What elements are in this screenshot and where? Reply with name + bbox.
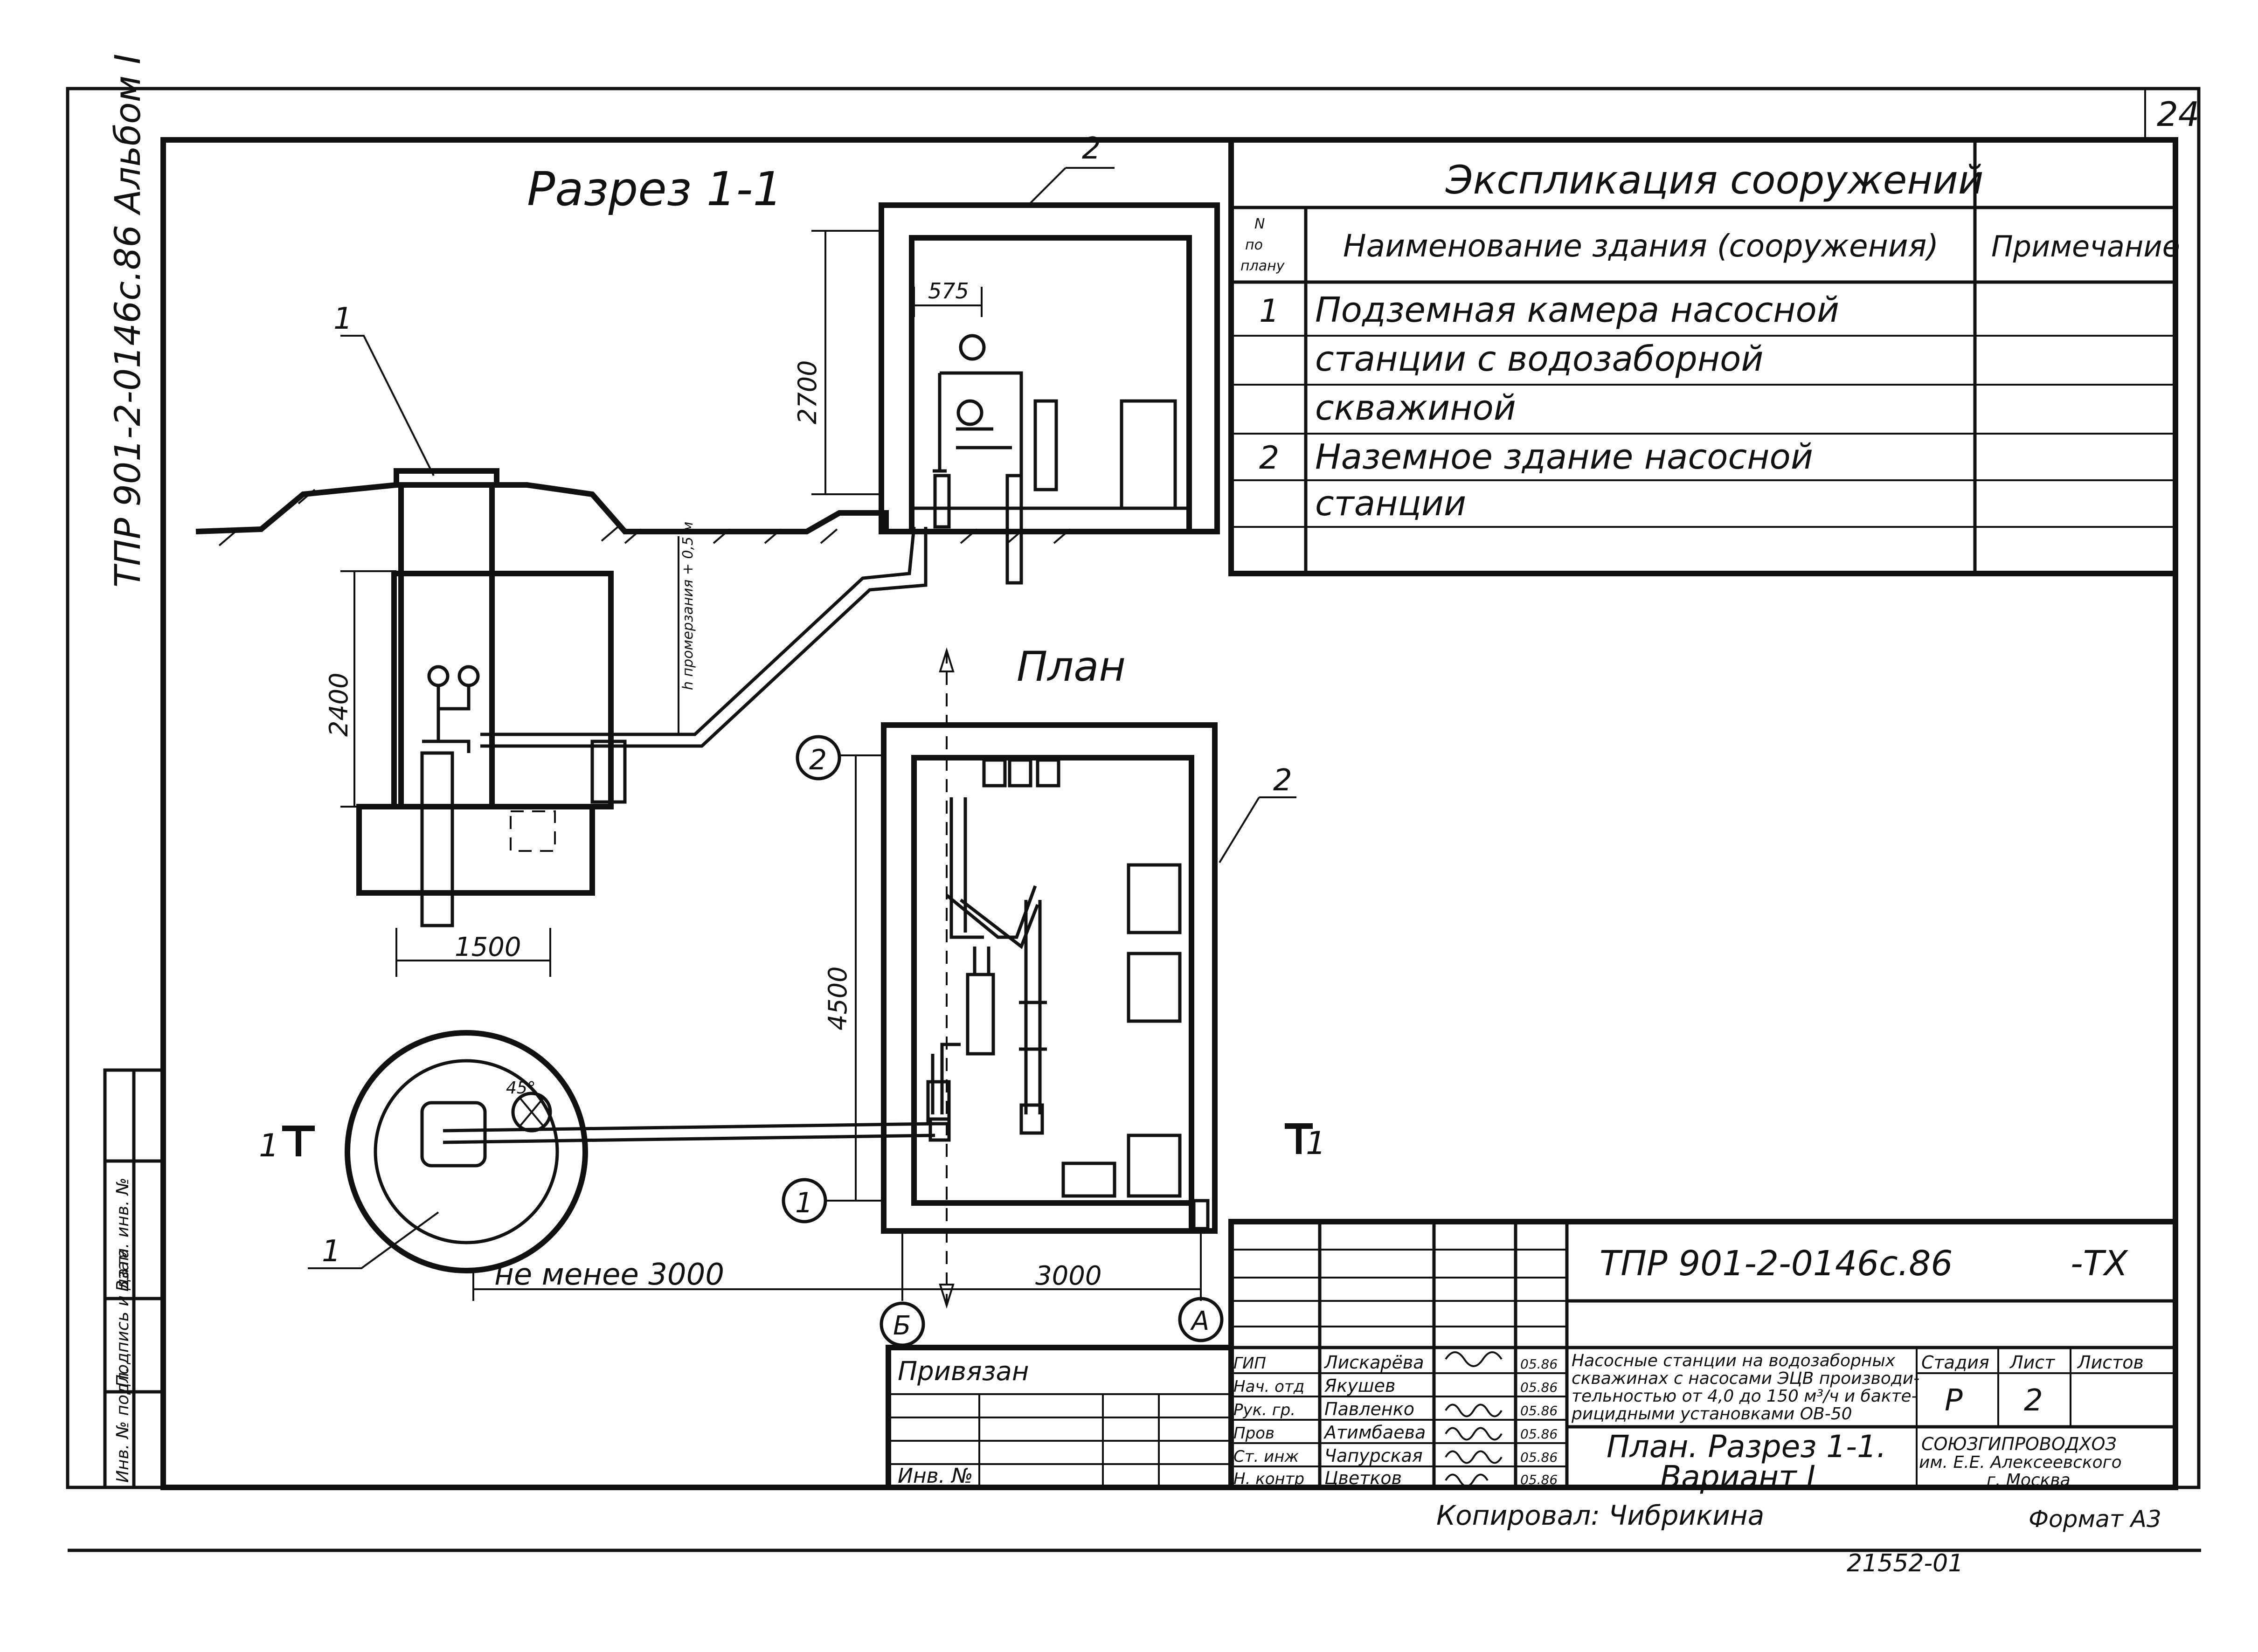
plan-callout-2: 2 bbox=[1273, 763, 1292, 798]
sheets-label: Листов bbox=[2077, 1352, 2144, 1373]
stamp-sign: Подпись и дата bbox=[113, 1248, 132, 1387]
explication-row-5-name: станции bbox=[1315, 484, 1466, 524]
explication-row-1-name: Подземная камера насосной bbox=[1315, 290, 1839, 330]
drawing-title-2: Вариант I bbox=[1660, 1459, 1815, 1495]
date-5: 05.86 bbox=[1520, 1450, 1558, 1465]
angle-45: 45° bbox=[506, 1078, 536, 1098]
explication-row-3-name: скважиной bbox=[1315, 388, 1516, 428]
ground-hatch bbox=[218, 489, 1071, 546]
org-line-3: г. Москва bbox=[1987, 1471, 2071, 1490]
surface-building-plan bbox=[881, 722, 1218, 1234]
stamp-inv: Инв. № подл. bbox=[113, 1367, 132, 1483]
page-number: 24 bbox=[2157, 95, 2200, 134]
date-4: 05.86 bbox=[1520, 1426, 1558, 1442]
title-suffix: -ТХ bbox=[2071, 1244, 2129, 1284]
surface-building-section bbox=[879, 202, 1220, 585]
stage-value: Р bbox=[1945, 1383, 1963, 1418]
dim-2700: 2700 bbox=[793, 360, 822, 424]
explication-header-name: Наименование здания (сооружения) bbox=[1343, 228, 1939, 264]
dim-575: 575 bbox=[928, 278, 969, 304]
explication-row-4-name: Наземное здание насосной bbox=[1315, 437, 1813, 477]
pressure-pipe-section bbox=[681, 526, 916, 736]
explication-header-note: Примечание bbox=[1991, 229, 2180, 263]
axis-col-b: Б bbox=[893, 1311, 911, 1341]
drawing-title-1: План. Разрез 1-1. bbox=[1607, 1429, 1886, 1465]
axis-row-1: 1 bbox=[795, 1187, 813, 1219]
dim-pipe-depth: h промерзания + 0,5 м bbox=[680, 522, 696, 690]
section-callout-2: 2 bbox=[1082, 131, 1101, 166]
stage-label: Стадия bbox=[1921, 1352, 1989, 1373]
name-5: Чапурская bbox=[1324, 1445, 1423, 1466]
stamp-replace: Взам. инв. № bbox=[113, 1178, 132, 1292]
dim-1500: 1500 bbox=[455, 932, 521, 962]
name-4: Атимбаева bbox=[1323, 1422, 1426, 1443]
side-code: ТПР 901-2-0146с.86 Альбом I bbox=[107, 54, 148, 588]
project-line-1: Насосные станции на водозаборных bbox=[1572, 1351, 1896, 1370]
plan-callout-1: 1 bbox=[322, 1234, 341, 1269]
archive-number: 21552-01 bbox=[1847, 1549, 1963, 1577]
dim-not-less-3000: не менее 3000 bbox=[494, 1258, 724, 1292]
date-3: 05.86 bbox=[1520, 1403, 1558, 1418]
date-6: 05.86 bbox=[1520, 1472, 1558, 1487]
role-1: ГИП bbox=[1233, 1354, 1266, 1373]
project-line-4: рицидными установками ОВ-50 bbox=[1571, 1404, 1852, 1424]
org-line-1: СОЮЗГИПРОВОДХОЗ bbox=[1921, 1434, 2117, 1454]
project-line-3: тельностью от 4,0 до 150 м³/ч и бакте- bbox=[1572, 1387, 1918, 1406]
section-title: Разрез 1-1 bbox=[527, 162, 783, 216]
explication-table-frame bbox=[1228, 137, 2178, 576]
explication-row-4-num: 2 bbox=[1259, 440, 1279, 477]
role-6: Н. контр bbox=[1233, 1470, 1304, 1488]
section-mark-left: 1 bbox=[259, 1127, 279, 1164]
ground-line bbox=[195, 482, 1217, 534]
title-privyazan: Привязан bbox=[898, 1356, 1029, 1387]
explication-row-2-name: станции с водозаборной bbox=[1315, 339, 1763, 379]
name-6: Цветков bbox=[1324, 1468, 1402, 1488]
margin-stamp bbox=[103, 1068, 165, 1489]
axis-col-a: А bbox=[1190, 1306, 1209, 1336]
plan-dimensions bbox=[472, 755, 1202, 1301]
plan-piping bbox=[926, 797, 1047, 1142]
role-4: Пров bbox=[1233, 1424, 1274, 1443]
section-mark-right: 1 bbox=[1306, 1125, 1326, 1162]
title-block-frame bbox=[886, 1219, 2178, 1490]
explication-title: Экспликация сооружений bbox=[1445, 157, 1983, 203]
plan-title: План bbox=[1017, 643, 1126, 691]
explication-row-1-num: 1 bbox=[1259, 293, 1279, 330]
org-line-2: им. Е.Е. Алексеевского bbox=[1919, 1453, 2122, 1472]
date-1: 05.86 bbox=[1520, 1356, 1558, 1372]
role-5: Ст. инж bbox=[1233, 1447, 1299, 1466]
name-1: Лискарёва bbox=[1323, 1352, 1424, 1373]
name-2: Якушев bbox=[1324, 1376, 1395, 1396]
underground-chamber-plan bbox=[345, 1030, 935, 1273]
format: Формат А3 bbox=[2029, 1506, 2161, 1533]
copied-by: Копировал: Чибрикина bbox=[1436, 1500, 1764, 1531]
role-2: Нач. отд bbox=[1233, 1377, 1304, 1396]
section-dimensions bbox=[340, 230, 983, 977]
title-inv-no: Инв. № bbox=[898, 1464, 973, 1488]
sheet-label: Лист bbox=[2009, 1352, 2056, 1373]
dim-2400: 2400 bbox=[324, 673, 353, 737]
date-2: 05.86 bbox=[1520, 1380, 1558, 1395]
underground-chamber-section bbox=[356, 468, 681, 927]
dim-3000: 3000 bbox=[1035, 1261, 1102, 1291]
name-3: Павленко bbox=[1324, 1399, 1414, 1419]
title-code: ТПР 901-2-0146с.86 bbox=[1600, 1244, 1953, 1284]
section-callout-1: 1 bbox=[333, 302, 353, 336]
project-line-2: скважинах с насосами ЭЦВ производи- bbox=[1572, 1369, 1919, 1388]
axis-row-2: 2 bbox=[809, 744, 827, 776]
signatures bbox=[1445, 1351, 1503, 1487]
role-3: Рук. гр. bbox=[1233, 1401, 1295, 1419]
sheet-frame bbox=[66, 87, 2201, 1552]
sheet-number: 2 bbox=[2024, 1383, 2043, 1418]
dim-4500: 4500 bbox=[823, 967, 852, 1030]
